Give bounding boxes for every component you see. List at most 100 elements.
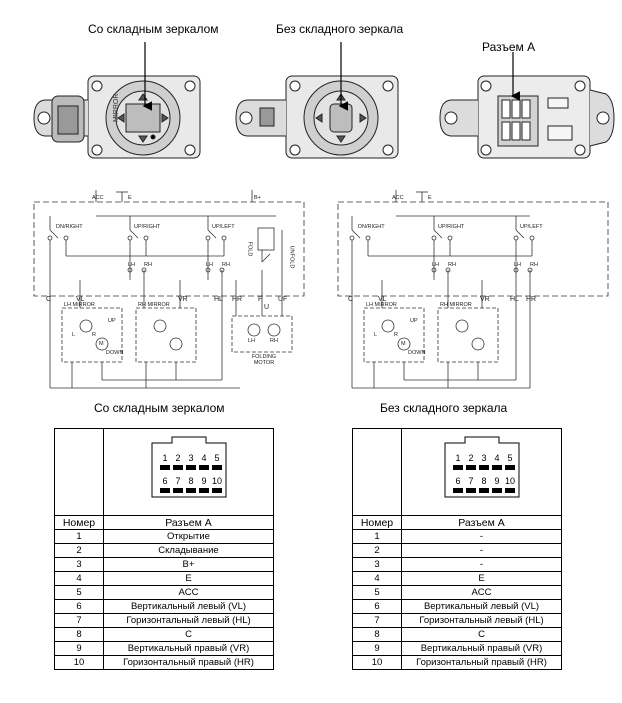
label-r: R	[92, 332, 96, 338]
pin-2: 2	[468, 453, 473, 463]
pin-3: 3	[188, 453, 193, 463]
pin-8: 8	[188, 476, 193, 486]
label-bplus: B+	[254, 195, 261, 201]
switch-back-connector-a	[439, 52, 615, 159]
label-u: U	[264, 304, 270, 311]
label-lh-mirror: LH MIRROR	[366, 302, 397, 308]
pin-8: 8	[481, 476, 486, 486]
header-connector: Разъем А	[103, 515, 274, 530]
label-l: L	[72, 332, 76, 338]
row-num: 4	[54, 571, 104, 586]
label-fold-rh: RH	[270, 338, 278, 344]
schematic-left-labels: ACC E B+ DN/RIGHT UP/RIGHT UP/LEFT LH RH…	[0, 190, 310, 400]
label-acc: ACC	[92, 195, 104, 201]
row-num: 9	[352, 641, 402, 656]
label-up: UP	[410, 318, 418, 324]
schematic-without-folding	[337, 190, 609, 389]
label-r: R	[394, 332, 398, 338]
pin-10: 10	[211, 476, 221, 486]
label-acc: ACC	[392, 195, 404, 201]
label-unfold: UNFOLD	[288, 245, 295, 269]
row-name: B+	[103, 557, 274, 572]
table-row: 1-	[352, 529, 562, 544]
row-name: Горизонтальный левый (HL)	[401, 613, 562, 628]
pin-1: 1	[162, 453, 167, 463]
connector-face: 1 2 3 4 5 6 7 8 9 10	[103, 428, 274, 516]
caption-schematic-with-folding: Со складным зеркалом	[94, 401, 225, 415]
switch-without-folding	[235, 42, 399, 159]
row-name: Горизонтальный левый (HL)	[103, 613, 274, 628]
label-hr: HR	[526, 296, 537, 303]
label-vr: VR	[480, 296, 490, 303]
pin-9: 9	[494, 476, 499, 486]
caption-without-folding: Без складного зеркала	[276, 22, 404, 36]
row-name: -	[401, 529, 562, 544]
label-folding-motor: FOLDING MOTOR	[251, 354, 277, 366]
row-num: 6	[54, 599, 104, 614]
pinout-table-without-folding: 1 2 3 4 5 6 7 8 9 10 Номер Разъем А 1- 2…	[352, 428, 562, 670]
pin-1: 1	[455, 453, 460, 463]
label-rh2: RH	[222, 262, 230, 268]
label-dn-right: DN/RIGHT	[56, 224, 83, 230]
label-f: F	[258, 296, 263, 303]
pin-3: 3	[481, 453, 486, 463]
label-c: C	[348, 296, 354, 303]
caption-schematic-without-folding: Без складного зеркала	[380, 401, 508, 415]
connector-a-icon: 1 2 3 4 5 6 7 8 9 10	[151, 436, 226, 498]
label-lh: LH	[128, 262, 136, 268]
label-down: DOWN	[106, 350, 124, 356]
row-num: 10	[54, 655, 104, 670]
row-name: E	[103, 571, 274, 586]
label-vr: VR	[178, 296, 188, 303]
label-up-left: UP/LEFT	[212, 224, 235, 230]
label-vl: VL	[76, 296, 85, 303]
label-l: L	[374, 332, 378, 338]
pin-2: 2	[175, 453, 180, 463]
label-dn-right: DN/RIGHT	[358, 224, 385, 230]
label-up-right: UP/RIGHT	[134, 224, 161, 230]
pin-6: 6	[455, 476, 460, 486]
switch-drawings: MIRROR	[33, 42, 615, 159]
label-vl: VL	[378, 296, 387, 303]
label-lh-mirror: LH MIRROR	[64, 302, 95, 308]
pin-6: 6	[162, 476, 167, 486]
row-num: 1	[352, 529, 402, 544]
row-name: C	[401, 627, 562, 642]
table-row: 3-	[352, 557, 562, 572]
label-m: M	[99, 341, 104, 347]
pin-5: 5	[214, 453, 219, 463]
pin-4: 4	[494, 453, 499, 463]
row-name: Вертикальный правый (VR)	[401, 641, 562, 656]
label-e: E	[128, 195, 132, 201]
row-name: -	[401, 543, 562, 558]
row-name: Складывание	[103, 543, 274, 558]
header-connector: Разъем А	[401, 515, 562, 530]
row-name: Вертикальный левый (VL)	[401, 599, 562, 614]
label-rh-mirror: RH MIRROR	[138, 302, 170, 308]
label-rh: RH	[144, 262, 152, 268]
row-num: 7	[352, 613, 402, 628]
row-name: -	[401, 557, 562, 572]
row-num: 3	[352, 557, 402, 572]
row-name: Открытие	[103, 529, 274, 544]
row-name: ACC	[103, 585, 274, 600]
switch-with-folding	[33, 42, 201, 159]
row-name: Вертикальный левый (VL)	[103, 599, 274, 614]
label-uf: UF	[278, 296, 288, 303]
header-number: Номер	[352, 515, 402, 530]
caption-connector-a: Разъем А	[482, 40, 536, 54]
row-name: E	[401, 571, 562, 586]
label-m: M	[401, 341, 406, 347]
